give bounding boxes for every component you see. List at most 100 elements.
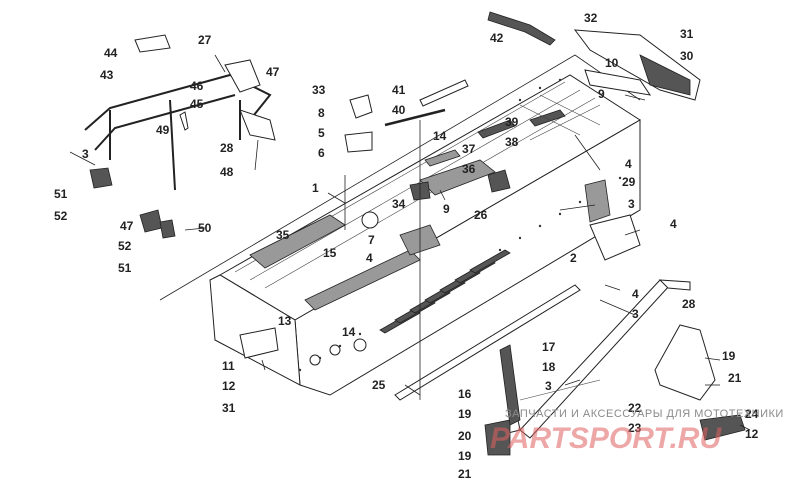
part-7: [361, 211, 379, 229]
label-33: 33: [312, 83, 326, 97]
label-21a: 21: [728, 371, 742, 385]
label-51a: 51: [54, 187, 68, 201]
snowflap-22: [654, 324, 716, 401]
watermark-text: ЗАПЧАСТИ И АКСЕССУАРЫ ДЛЯ МОТОТЕХНИКИ: [505, 408, 784, 420]
hitch-17: [499, 344, 521, 426]
part-26: [487, 169, 511, 193]
label-39: 39: [505, 115, 519, 129]
part-11-cover: [239, 327, 279, 359]
label-23: 23: [628, 421, 642, 435]
label-12b: 12: [745, 427, 759, 441]
bracket-2: [589, 214, 641, 261]
label-42: 42: [490, 31, 504, 45]
label-2: 2: [570, 251, 577, 265]
label-3c: 3: [632, 307, 639, 321]
label-19a: 19: [458, 407, 472, 421]
label-26: 26: [474, 208, 488, 222]
front-rack: [84, 34, 276, 239]
label-14a: 14: [433, 129, 447, 143]
label-21b: 21: [458, 467, 472, 481]
label-7: 7: [368, 233, 375, 247]
label-5: 5: [318, 126, 325, 140]
label-30: 30: [680, 49, 694, 63]
label-47b: 47: [120, 219, 134, 233]
part-42: [487, 11, 556, 46]
part-10: [584, 69, 652, 96]
label-20: 20: [458, 429, 472, 443]
label-13: 13: [278, 314, 292, 328]
pad-37: [424, 149, 461, 167]
label-37: 37: [462, 142, 476, 156]
label-9b: 9: [443, 202, 450, 216]
label-46: 46: [190, 79, 204, 93]
tunnel-front: [209, 274, 301, 386]
label-52a: 52: [54, 209, 68, 223]
label-12a: 12: [222, 379, 236, 393]
leader-lines: [69, 54, 751, 431]
part-40: [384, 108, 446, 127]
label-31b: 31: [222, 401, 236, 415]
label-4a: 4: [625, 157, 632, 171]
label-51b: 51: [118, 261, 132, 275]
label-4d: 4: [366, 251, 373, 265]
part-44: [134, 34, 171, 53]
label-28b: 28: [682, 297, 696, 311]
label-38: 38: [505, 135, 519, 149]
label-50: 50: [198, 221, 212, 235]
label-17: 17: [542, 340, 556, 354]
pad-36: [419, 159, 496, 196]
label-31a: 31: [680, 27, 694, 41]
label-32: 32: [584, 11, 598, 25]
label-29: 29: [622, 175, 636, 189]
label-1: 1: [312, 181, 319, 195]
part-20: [484, 419, 511, 456]
label-24: 24: [745, 407, 759, 421]
label-3d: 3: [545, 379, 552, 393]
label-9a: 9: [598, 87, 605, 101]
label-6: 6: [318, 146, 325, 160]
pad-38: [477, 119, 516, 139]
label-19c: 19: [722, 349, 736, 363]
part-6: [344, 131, 373, 153]
label-45: 45: [190, 97, 204, 111]
label-18: 18: [542, 360, 556, 374]
label-11: 11: [222, 359, 235, 373]
part-33: [349, 94, 373, 119]
watermark-logo: PARTSPORT.RU: [490, 422, 722, 455]
label-52b: 52: [118, 239, 132, 253]
bracket-29: [584, 179, 611, 223]
label-15: 15: [323, 246, 337, 260]
label-36: 36: [462, 162, 476, 176]
running-board-25: [394, 284, 581, 401]
label-4b: 4: [670, 217, 677, 231]
part-41: [419, 79, 469, 107]
label-14b: 14: [342, 325, 356, 339]
label-25: 25: [372, 378, 386, 392]
label-27: 27: [198, 33, 212, 47]
side-holes: [309, 338, 367, 366]
rear-braces: [519, 94, 601, 141]
label-10: 10: [605, 56, 619, 70]
label-40: 40: [392, 103, 406, 117]
label-43: 43: [100, 68, 114, 82]
part-labels: 1 2 3 3 3 3 3 4 4 4 4 5 6 7 8 9 9 10 11 …: [54, 11, 759, 481]
pad-39: [529, 109, 566, 127]
label-28a: 28: [220, 141, 234, 155]
part-23: [699, 414, 746, 441]
label-35: 35: [276, 228, 290, 242]
label-22: 22: [628, 401, 642, 415]
rear-cover-inner: [639, 54, 691, 96]
label-34: 34: [392, 197, 406, 211]
label-49: 49: [156, 123, 170, 137]
label-8: 8: [318, 106, 325, 120]
label-44: 44: [104, 46, 118, 60]
label-41: 41: [392, 83, 406, 97]
label-19b: 19: [458, 449, 472, 463]
label-3b: 3: [628, 197, 635, 211]
label-4c: 4: [632, 287, 639, 301]
label-3a: 3: [82, 147, 89, 161]
label-47a: 47: [266, 65, 280, 79]
leader-25: [404, 384, 421, 396]
label-16: 16: [458, 387, 472, 401]
